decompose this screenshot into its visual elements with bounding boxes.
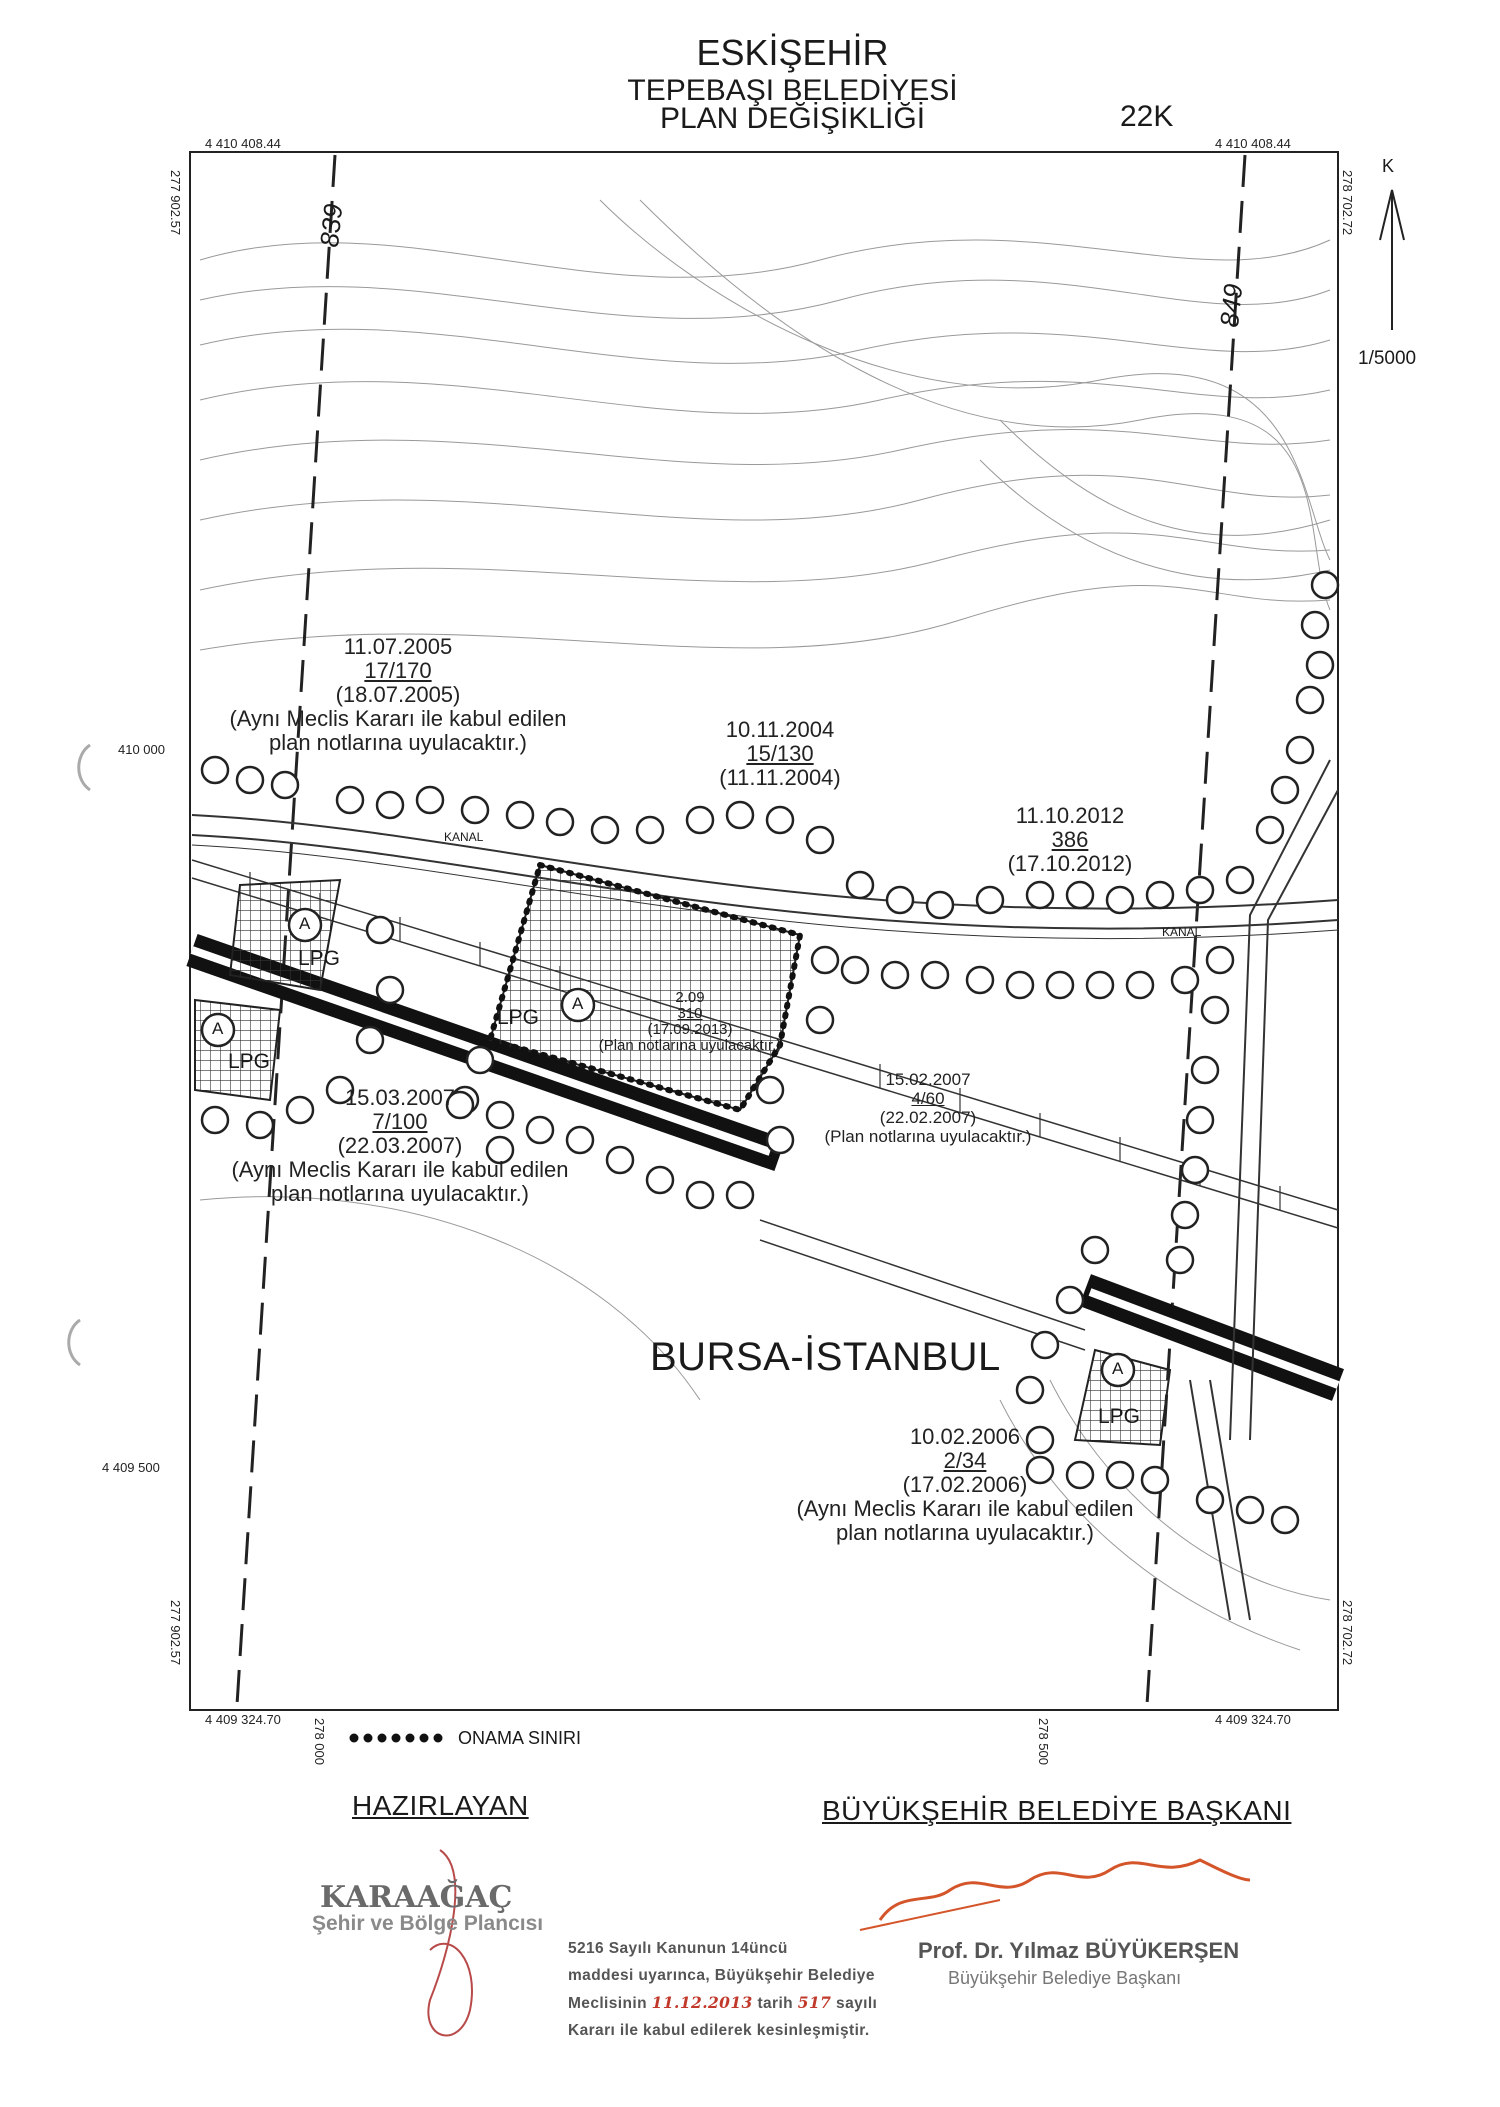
coord-top-right: 4 410 408.44 xyxy=(1215,136,1291,151)
road-label: BURSA-İSTANBUL xyxy=(650,1335,1001,1379)
coord-left-mid: 410 000 xyxy=(118,742,165,757)
mayor-heading: BÜYÜKŞEHİR BELEDİYE BAŞKANI xyxy=(822,1795,1292,1826)
grid-line-849 xyxy=(1145,154,1247,1706)
grid-label-right: 849 xyxy=(1214,282,1249,329)
map-title-city: ESKİŞEHİR xyxy=(696,32,889,73)
lpg-area-4 xyxy=(1073,1348,1172,1447)
contour-lines xyxy=(199,199,1331,1651)
note-2004: 10.11.2004 15/130 (11.11.2004) xyxy=(719,717,841,790)
prepared-by-heading: HAZIRLAYAN xyxy=(352,1790,529,1821)
planner-stamp-name: KARAAĞAÇ xyxy=(320,1880,513,1915)
sheet-number: 22K xyxy=(1120,100,1174,133)
note-2005: 11.07.2005 17/170 (18.07.2005) (Aynı Mec… xyxy=(229,634,567,755)
coord-bottom-left: 4 409 324.70 xyxy=(205,1712,281,1727)
map-title-doc-type: PLAN DEĞİŞİKLİĞİ xyxy=(659,102,926,135)
mayor-signature xyxy=(878,1858,1251,1921)
a-symbol-letter: A xyxy=(572,994,584,1013)
note-2006: 10.02.2006 2/34 (17.02.2006) (Aynı Mecli… xyxy=(796,1424,1134,1545)
tree-row xyxy=(200,570,1340,1535)
note-2013: 2.09 310 (17.09.2013) (Plan notlarına uy… xyxy=(598,989,782,1054)
a-symbol-letter: A xyxy=(299,914,311,933)
scale-label: 1/5000 xyxy=(1358,348,1417,369)
onama-legend-label: ONAMA SINIRI xyxy=(458,1728,582,1748)
coord-left-bottom-vert: 277 902.57 xyxy=(168,1600,183,1666)
kanal-label: KANAL xyxy=(444,830,484,844)
grid-line-839 xyxy=(235,154,337,1706)
coord-right-top-vert: 278 702.72 xyxy=(1340,170,1355,236)
coord-bottom-x1: 278 000 xyxy=(312,1718,327,1765)
a-symbol-circle xyxy=(200,1012,236,1048)
approval-stamp: 5216 Sayılı Kanunun 14üncü maddesi uyarı… xyxy=(568,1940,878,2039)
note-2007-feb: 15.02.2007 4/60 (22.02.2007) (Plan notla… xyxy=(824,1070,1032,1146)
coord-right-bottom-vert: 278 702.72 xyxy=(1340,1600,1355,1666)
north-arrow-icon xyxy=(1379,189,1405,330)
lpg-label: LPG xyxy=(497,1006,540,1029)
planner-stamp-role: Şehir ve Bölge Plancısı xyxy=(312,1912,544,1935)
coord-bottom-x2: 278 500 xyxy=(1036,1718,1051,1765)
north-label: K xyxy=(1382,156,1395,176)
coord-top-left: 4 410 408.44 xyxy=(205,136,281,151)
coord-left-top-vert: 277 902.57 xyxy=(168,170,183,236)
map-frame xyxy=(189,151,1339,1711)
planner-signature xyxy=(427,1849,473,2037)
mayor-stamp-role: Büyükşehir Belediye Başkanı xyxy=(948,1968,1182,1988)
grid-label-left: 839 xyxy=(314,202,349,249)
kanal-label: KANAL xyxy=(1162,925,1202,939)
a-symbol-circle xyxy=(1100,1352,1136,1388)
onama-legend-dots xyxy=(349,1733,443,1743)
onama-boundary xyxy=(486,861,804,1114)
lpg-area-1 xyxy=(228,878,342,992)
lpg-label: LPG xyxy=(298,947,341,970)
note-2012: 11.10.2012 386 (17.10.2012) xyxy=(1007,803,1133,876)
map-title-municipality: TEPEBAŞI BELEDİYESİ xyxy=(627,74,958,107)
lpg-label: LPG xyxy=(228,1050,271,1073)
a-symbol-circle xyxy=(560,987,596,1023)
canal-line-2 xyxy=(191,834,1339,930)
lpg-label: LPG xyxy=(1098,1405,1141,1428)
coord-left-low: 4 409 500 xyxy=(102,1460,160,1475)
note-2007-march: 15.03.2007 7/100 (22.03.2007) (Aynı Mecl… xyxy=(231,1085,569,1206)
a-symbol-circle xyxy=(287,907,323,943)
a-symbol-letter: A xyxy=(212,1019,224,1038)
mayor-stamp-name: Prof. Dr. Yılmaz BÜYÜKERŞEN xyxy=(918,1938,1240,1963)
a-symbol-letter: A xyxy=(1112,1359,1124,1378)
coord-bottom-right: 4 409 324.70 xyxy=(1215,1712,1291,1727)
